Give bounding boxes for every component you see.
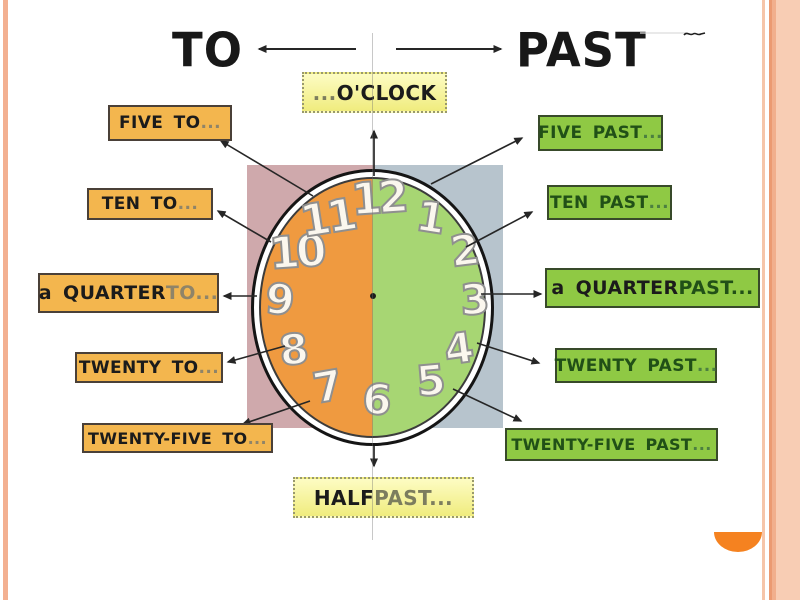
clock-number-3: 3 bbox=[458, 273, 492, 325]
label-twentyfive-past: TWENTY-FIVE PAST... bbox=[505, 428, 718, 461]
label-text-part: ... bbox=[198, 357, 220, 378]
label-text-part: TWENTY TO bbox=[78, 357, 199, 378]
label-text-part: ... bbox=[312, 80, 337, 105]
title-past: PAST bbox=[516, 22, 647, 79]
label-text-part: HALF bbox=[313, 485, 375, 510]
label-text-part: PAST... bbox=[374, 485, 454, 510]
clock-dial bbox=[259, 177, 486, 438]
frame-right-stripe-4 bbox=[776, 0, 800, 600]
accent-oval-shape bbox=[714, 532, 762, 552]
label-twentyfive-to: TWENTY-FIVE TO... bbox=[82, 423, 273, 453]
clock-number-8: 8 bbox=[276, 323, 312, 377]
label-quarter-past: a QUARTER PAST... bbox=[545, 268, 760, 308]
clock-number-6: 6 bbox=[360, 373, 395, 426]
frame-right-stripe-3 bbox=[772, 0, 776, 600]
label-text-part: TEN PAST bbox=[549, 192, 649, 213]
label-text-part: a QUARTER bbox=[38, 282, 166, 304]
label-text-part: ... bbox=[692, 435, 712, 454]
frame-right-stripe-1 bbox=[762, 0, 765, 600]
label-text-part: ... bbox=[642, 123, 663, 143]
label-five-to: FIVE TO... bbox=[108, 105, 232, 141]
label-quarter-to: a QUARTER TO... bbox=[38, 273, 219, 313]
clock-number-5: 5 bbox=[413, 354, 448, 407]
label-text-part: PAST... bbox=[678, 277, 754, 299]
label-five-past: FIVE PAST... bbox=[538, 115, 663, 151]
label-text-part: TWENTY-FIVE TO bbox=[88, 428, 248, 448]
label-half-past: HALF PAST... bbox=[293, 477, 474, 518]
label-text-part: FIVE TO bbox=[118, 113, 201, 133]
center-divider-line bbox=[372, 33, 373, 540]
clock-number-12: 12 bbox=[349, 170, 408, 227]
label-text-part: TEN TO bbox=[101, 194, 178, 214]
label-ten-past: TEN PAST... bbox=[547, 185, 672, 220]
label-text-part: ... bbox=[177, 194, 199, 214]
clock-face: 12 1 2 3 4 5 6 7 8 9 10 11 bbox=[251, 169, 494, 446]
label-text-part: ... bbox=[648, 192, 670, 213]
label-ten-to: TEN TO... bbox=[87, 188, 213, 220]
label-text-part: TWENTY PAST bbox=[554, 355, 697, 376]
label-oclock: ... O'CLOCK bbox=[302, 72, 447, 113]
label-text-part: FIVE PAST bbox=[538, 123, 643, 143]
label-text-part: TWENTY-FIVE PAST bbox=[511, 435, 693, 454]
title-to: TO bbox=[172, 22, 243, 79]
clock-number-2: 2 bbox=[446, 223, 483, 277]
clock-number-4: 4 bbox=[440, 321, 478, 376]
frame-right-stripe-2 bbox=[769, 0, 772, 600]
clock-number-9: 9 bbox=[262, 273, 297, 326]
label-text-part: ... bbox=[247, 428, 267, 448]
pen-squiggle bbox=[683, 32, 706, 36]
frame-left-stripe bbox=[3, 0, 8, 600]
label-text-part: ... bbox=[200, 113, 222, 133]
label-twenty-past: TWENTY PAST... bbox=[555, 348, 717, 383]
clock-center-dot bbox=[370, 293, 376, 299]
label-text-part: TO... bbox=[165, 282, 219, 304]
label-text-part: ... bbox=[696, 355, 718, 376]
clock-number-11: 11 bbox=[296, 188, 359, 249]
label-text-part: O'CLOCK bbox=[336, 80, 437, 105]
label-text-part: a QUARTER bbox=[551, 277, 679, 299]
label-twenty-to: TWENTY TO... bbox=[75, 352, 223, 383]
